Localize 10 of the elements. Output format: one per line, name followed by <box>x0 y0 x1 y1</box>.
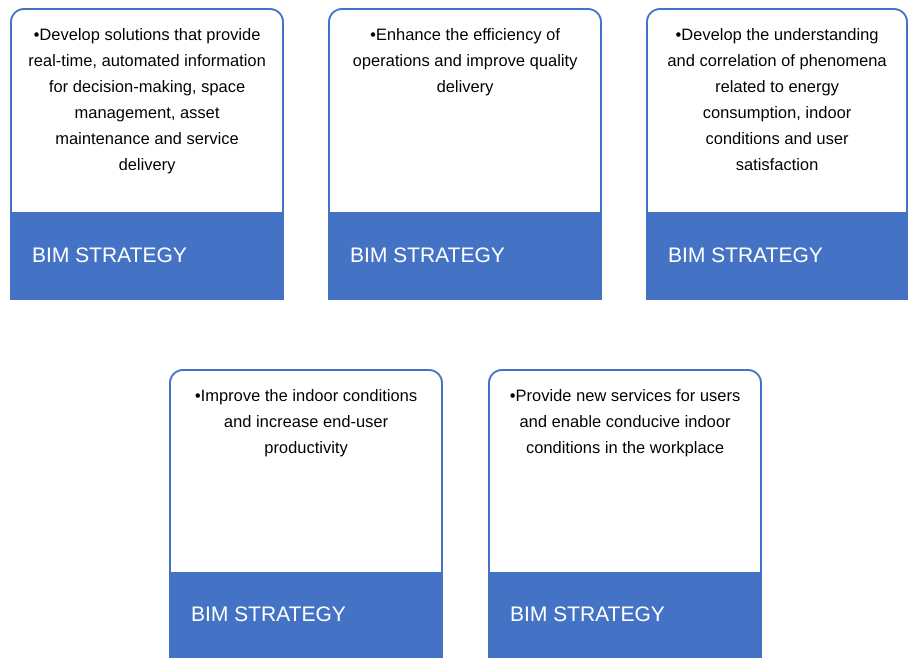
bullet-text: •Improve the indoor conditions and increase end-user productivity <box>194 386 418 459</box>
band-heading: BIM STRATEGY <box>510 603 665 627</box>
bullet-text: •Develop the understanding and correlation of phenomena related to energy consumption, indoor conditions and user satisfaction <box>666 25 888 176</box>
bullet-text: •Enhance the efficiency of operations and improve quality delivery <box>352 25 578 98</box>
band-heading: BIM STRATEGY <box>350 244 505 268</box>
band-heading: BIM STRATEGY <box>191 603 346 627</box>
band-heading: BIM STRATEGY <box>668 244 823 268</box>
bullet-text: •Provide new services for users and enable conducive indoor conditions in the workplace <box>508 386 742 459</box>
band-heading: BIM STRATEGY <box>32 244 187 268</box>
bullet-text: •Develop solutions that provide real-time, automated information for decision-making, space management, asset maintenance and service delivery <box>28 25 266 176</box>
